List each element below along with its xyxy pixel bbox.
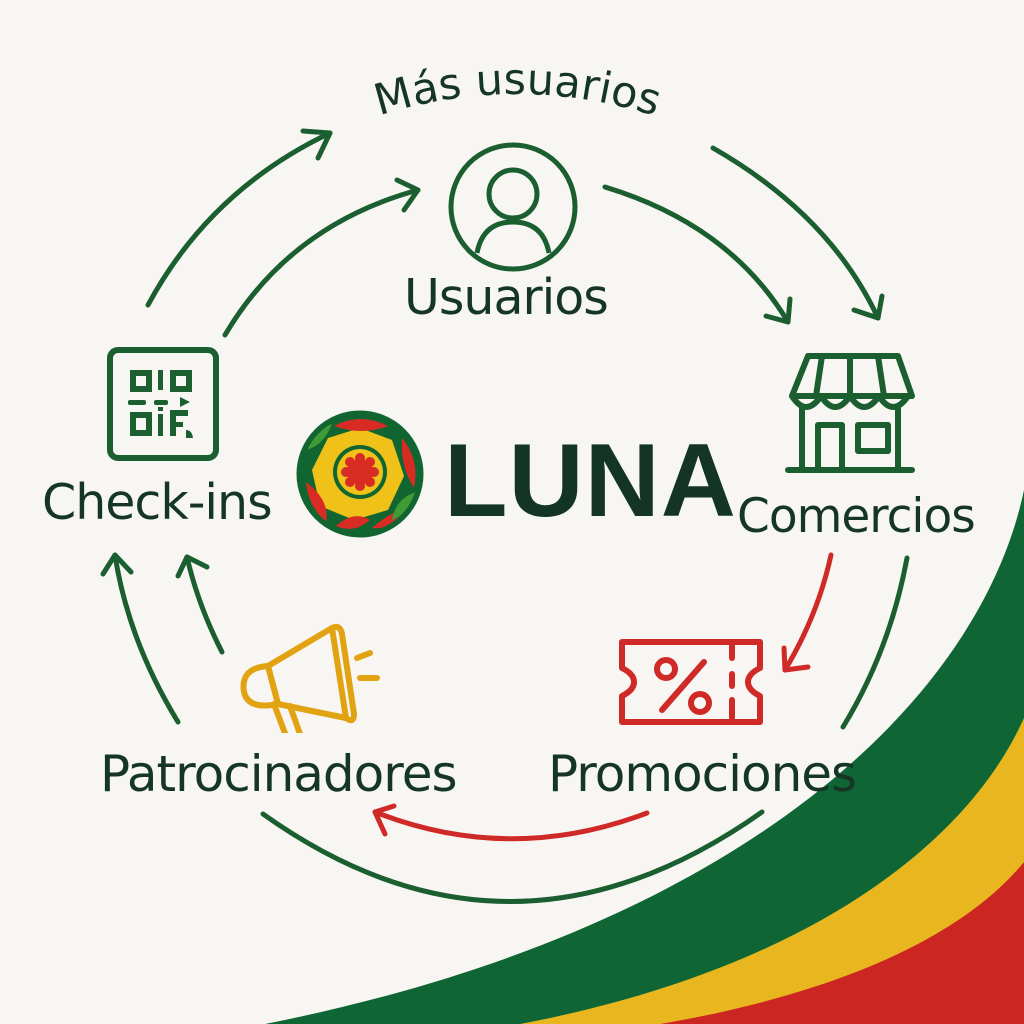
megaphone-icon [240,623,380,743]
storefront-icon [785,353,915,473]
node-checkins [106,346,220,462]
arrow-patrocinadores-to-checkins-inner [175,554,225,655]
band-red [660,862,1024,1024]
qr-code-icon [107,347,219,461]
arrow-usuarios-to-comercios-inner [602,184,793,325]
arrow-bottom-outer-arc [260,809,765,904]
label-checkins: Check-ins [42,474,273,531]
arrow-checkins-to-usuarios-inner [222,177,421,338]
node-usuarios [446,140,580,274]
arrow-usuarios-to-comercios-outer [710,145,885,321]
label-patrocinadores: Patrocinadores [100,745,458,803]
luna-emblem-icon [296,410,424,538]
band-yellow [520,718,1024,1024]
discount-ticket-icon [619,639,763,725]
node-patrocinadores [232,618,382,743]
band-green [265,490,1024,1024]
label-usuarios: Usuarios [404,269,609,326]
arrow-checkins-to-usuarios-outer [145,128,333,308]
arrow-outer-right-line [840,555,910,730]
brand-name: LUNA [444,423,737,539]
label-promociones: Promociones [548,745,857,803]
user-circle-icon [448,142,578,272]
node-promociones [612,634,770,730]
arrow-promociones-to-patrocinadores [372,803,650,842]
arrow-patrocinadores-to-checkins-outer [100,552,181,725]
label-comercios: Comercios [737,489,976,544]
page-title: Más usuarios [369,55,667,126]
arrow-comercios-to-promociones [781,552,834,673]
node-comercios [780,350,920,480]
